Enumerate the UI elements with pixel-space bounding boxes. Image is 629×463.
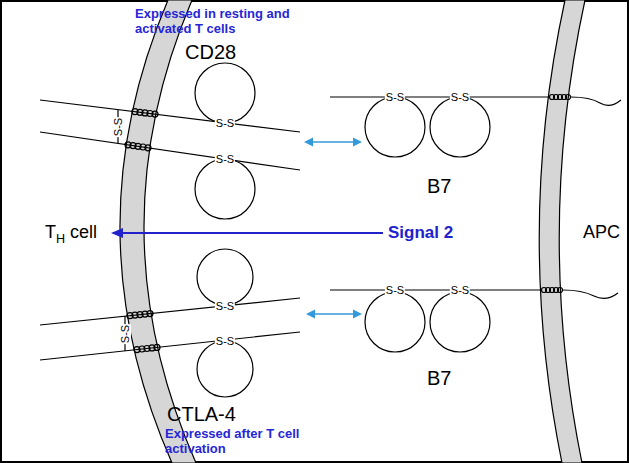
molecule-name: B7 [427,366,451,390]
molecule-name: CD28 [185,40,236,64]
ctla4-molecule [40,249,300,397]
cell-label: APC [583,221,620,243]
disulfide-bond: S-S [215,335,235,347]
apc-membrane [539,0,585,463]
binding-arrow [304,138,362,147]
disulfide-bond: S-S [385,91,405,103]
disulfide-bond: S-S [385,284,405,296]
disulfide-bond: S-S [215,153,235,165]
b7-molecule [330,95,621,158]
disulfide-bond: S-S [112,116,124,136]
disulfide-bond: S-S [215,300,235,312]
signal-arrow [111,228,383,238]
disulfide-bond: S-S [450,91,470,103]
cell-label: TH cell [45,221,97,250]
disulfide-bond: S-S [119,323,131,343]
t-cell-membrane [120,0,196,463]
b7-molecule [330,288,618,353]
disulfide-bond: S-S [450,284,470,296]
expression-note: Expressed after T cell activation [165,426,303,456]
cd28-molecule [40,63,300,219]
binding-arrow [306,310,362,319]
molecule-region: CTLA-4Expressed after T cell activation [125,250,306,458]
molecule-region: B7 [362,62,542,202]
molecule-region: B7 [362,258,542,398]
signal-label: Signal 2 [388,222,453,243]
molecule-name: CTLA-4 [167,402,236,426]
expression-note: Expressed in resting and activated T cel… [135,6,300,36]
molecule-name: B7 [427,174,451,198]
disulfide-bond: S-S [215,117,235,129]
